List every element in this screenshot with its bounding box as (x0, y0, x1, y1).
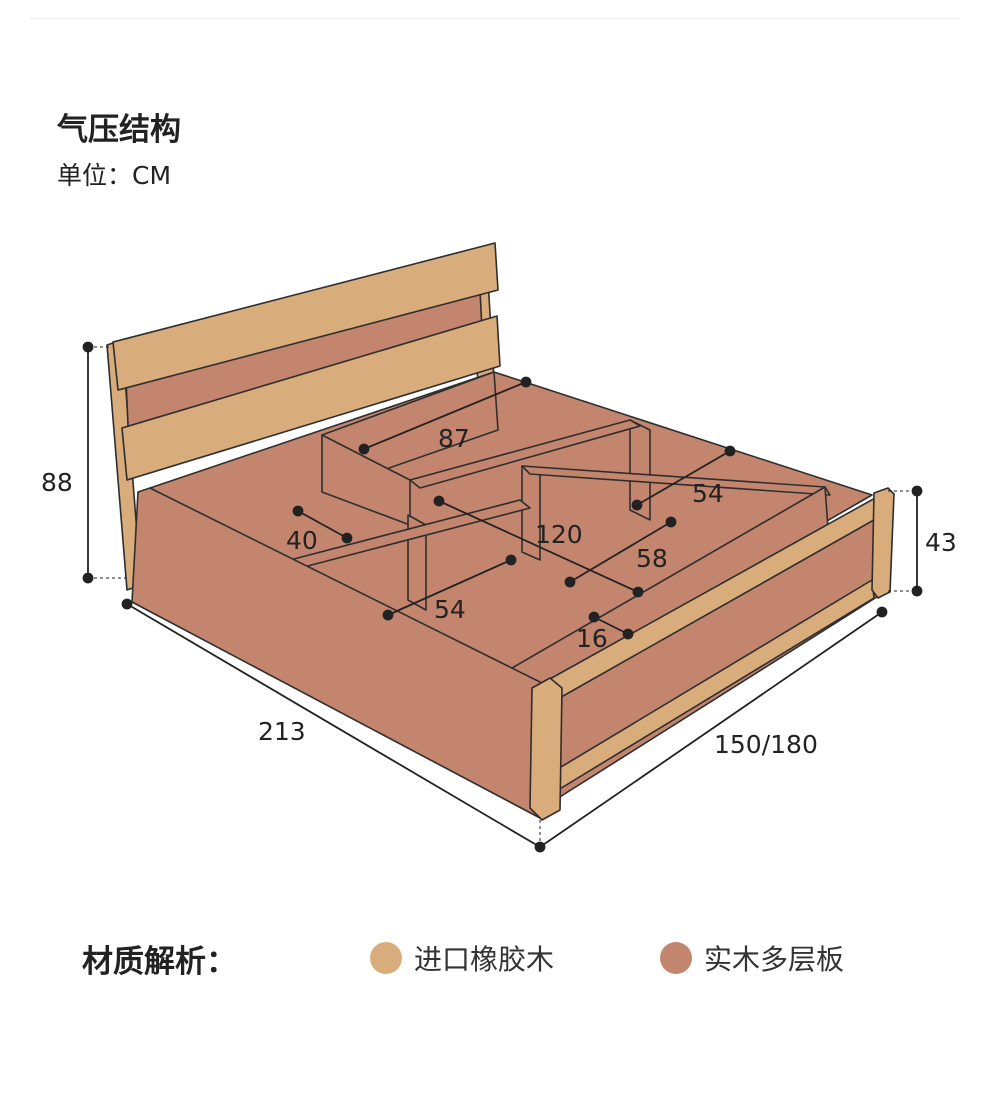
dim-label-88: 88 (41, 468, 73, 497)
divider-long-2 (521, 465, 831, 496)
dim-label-40: 40 (286, 526, 318, 555)
dim-54-left (382, 554, 517, 621)
dim-label-54-left: 54 (434, 595, 466, 624)
dim-label-43: 43 (925, 528, 957, 557)
dim-40 (292, 505, 353, 544)
dim-54-right (631, 445, 736, 511)
dim-label-120: 120 (535, 520, 583, 549)
dim-label-54-right: 54 (692, 479, 724, 508)
legend-label-plywood: 实木多层板 (704, 943, 845, 976)
headboard-lower-slat (121, 315, 501, 481)
legend-item-rubberwood: 进口橡胶木 (370, 938, 554, 978)
plywood-swatch-icon (660, 942, 692, 974)
dim-label-16: 16 (576, 624, 608, 653)
dim-58 (564, 516, 677, 588)
dim-length-213 (121, 598, 546, 853)
legend-label-rubberwood: 进口橡胶木 (414, 943, 555, 976)
legend-item-plywood: 实木多层板 (660, 938, 844, 978)
foot-front-post (529, 677, 563, 821)
dim-label-150-180: 150/180 (714, 730, 818, 759)
dim-height-43 (888, 485, 923, 597)
unit-label: 单位：CM (57, 161, 172, 190)
divider-center-long (409, 419, 641, 489)
page-title: 气压结构 (57, 112, 181, 148)
dim-width-150-180 (539, 606, 888, 848)
headboard-top-slat (112, 242, 499, 391)
dim-label-213: 213 (258, 717, 306, 746)
dim-height-88 (82, 341, 126, 584)
legend-title: 材质解析： (82, 944, 237, 980)
material-legend: 材质解析： 进口橡胶木 实木多层板 (0, 934, 990, 984)
foot-rear-post (871, 487, 895, 599)
dim-label-87: 87 (438, 424, 470, 453)
dim-87 (358, 376, 532, 455)
dim-label-58: 58 (636, 544, 668, 573)
top-divider (30, 18, 960, 19)
rubberwood-swatch-icon (370, 942, 402, 974)
dim-120 (433, 495, 644, 598)
dim-16 (588, 611, 634, 640)
